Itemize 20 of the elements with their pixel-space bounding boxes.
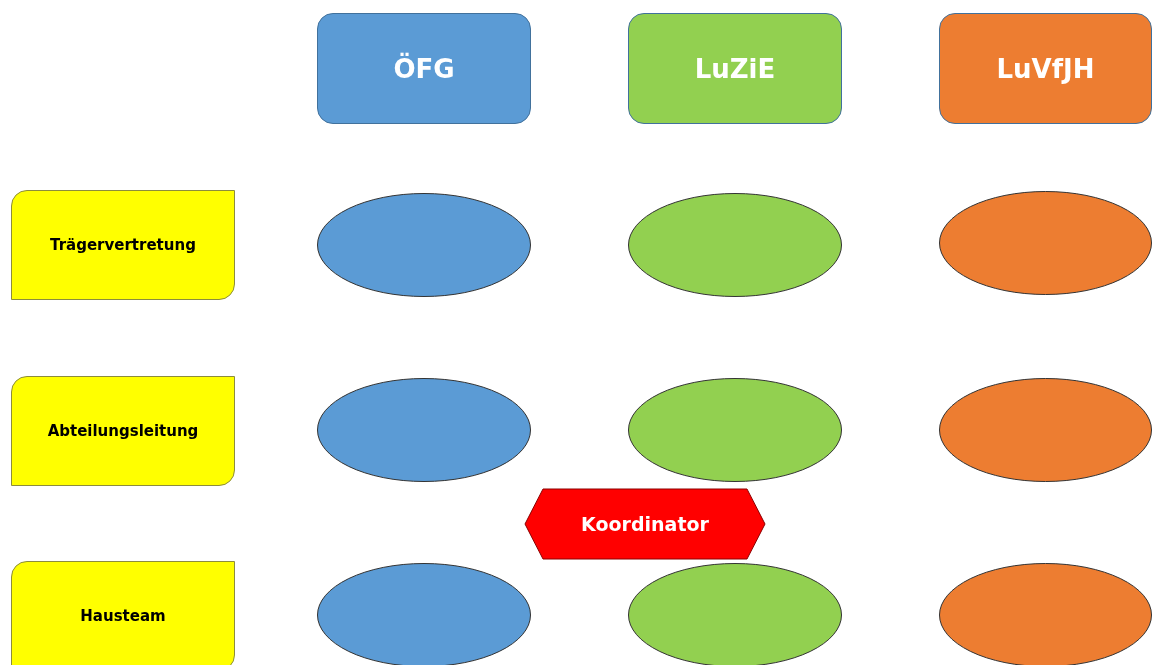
ellipse-shape bbox=[939, 191, 1152, 295]
node-label: Koordinator bbox=[581, 513, 709, 535]
node-label: LuVfJH bbox=[996, 53, 1095, 84]
role-box bbox=[11, 190, 235, 300]
node-label: Hausteam bbox=[80, 607, 166, 625]
ellipse-shape bbox=[317, 378, 531, 482]
header-box bbox=[317, 13, 531, 124]
hexagon-box bbox=[525, 489, 765, 559]
header-box bbox=[939, 13, 1152, 124]
role-box bbox=[11, 561, 235, 665]
node-label: ÖFG bbox=[393, 53, 455, 84]
ellipse-shape bbox=[317, 193, 531, 297]
ellipse-shape bbox=[628, 193, 842, 297]
role-box bbox=[11, 376, 235, 486]
node-label: LuZiE bbox=[694, 53, 776, 84]
ellipse-shape bbox=[628, 378, 842, 482]
ellipse-shape bbox=[939, 378, 1152, 482]
node-label: Abteilungsleitung bbox=[47, 422, 199, 440]
header-box bbox=[628, 13, 842, 124]
node-label: Trägervertretung bbox=[50, 236, 196, 254]
